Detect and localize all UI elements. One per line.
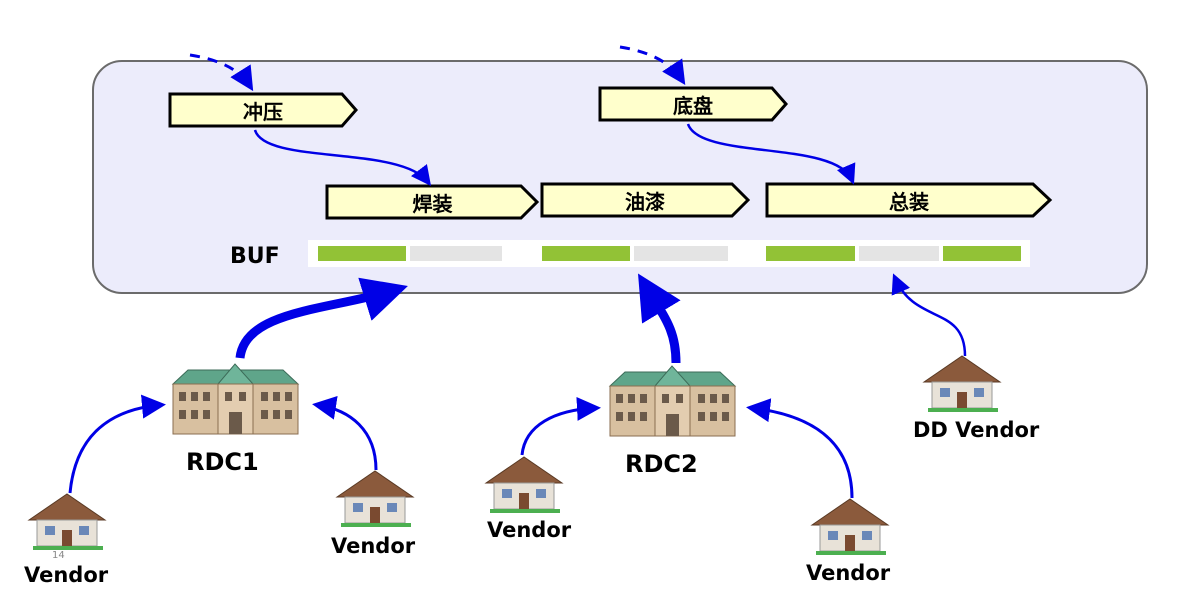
process-welding: 焊装 — [325, 184, 540, 220]
vendor-to-rdc2-arrow — [520, 396, 601, 456]
dashed-inbound-arrow — [619, 45, 686, 86]
page-number: 14 — [52, 550, 65, 561]
buffer-slot — [859, 246, 939, 261]
rdc2-supply-arrow — [638, 273, 681, 364]
buffer-slot — [634, 246, 728, 261]
process-stamping: 冲压 — [168, 92, 358, 128]
vendor-house-icon — [27, 493, 107, 550]
rdc1-label: RDC1 — [186, 448, 259, 476]
stamping-to-welding-arrow — [253, 129, 432, 186]
process-stamping-label: 冲压 — [243, 99, 283, 124]
rdc2-warehouse-icon — [608, 365, 737, 437]
dd-vendor-arrow — [891, 273, 967, 357]
process-chassis-label: 底盘 — [673, 93, 713, 118]
buffer-label: BUF — [230, 244, 280, 269]
buffer-slot — [318, 246, 406, 261]
process-assembly-label: 总装 — [889, 189, 929, 214]
vendor-to-rdc1-arrow — [312, 395, 378, 471]
process-painting: 油漆 — [540, 182, 750, 218]
vendor-label: Vendor — [331, 534, 416, 558]
vendor-label: Vendor — [806, 561, 891, 585]
vendor-to-rdc2-arrow — [746, 398, 854, 499]
dd-vendor-house-icon — [922, 355, 1002, 412]
buffer-strip — [308, 240, 1030, 267]
rdc2-label: RDC2 — [625, 450, 698, 478]
dd-vendor-label: DD Vendor — [913, 418, 1040, 442]
vendor-label: Vendor — [24, 563, 109, 587]
vendor-house-icon — [810, 498, 890, 555]
buffer-slot — [943, 246, 1021, 261]
buffer-slot — [766, 246, 855, 261]
process-welding-label: 焊装 — [412, 191, 453, 216]
rdc1-supply-arrow — [235, 277, 408, 359]
buffer-slot — [410, 246, 502, 261]
process-assembly: 总装 — [765, 182, 1053, 218]
dashed-inbound-arrow — [189, 53, 254, 92]
vendor-house-icon — [484, 456, 564, 513]
process-chassis: 底盘 — [598, 86, 788, 122]
buffer-slot — [542, 246, 630, 261]
vendor-to-rdc1-arrow — [68, 394, 166, 494]
chassis-to-assembly-arrow — [686, 123, 856, 185]
vendor-label: Vendor — [487, 518, 572, 542]
process-painting-label: 油漆 — [625, 189, 665, 214]
rdc1-warehouse-icon — [171, 363, 300, 435]
vendor-house-icon — [335, 470, 415, 527]
